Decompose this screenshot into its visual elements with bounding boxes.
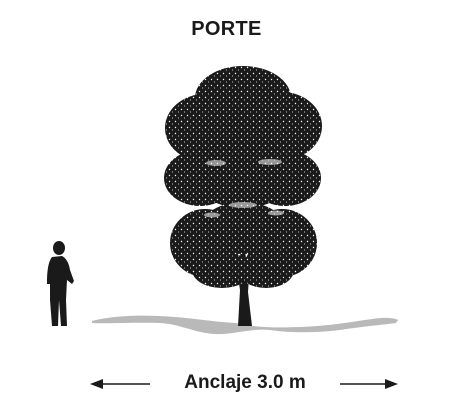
arrow-right-icon [340,379,398,389]
diagram-title: PORTE [191,18,262,40]
arrow-left-icon [90,379,150,389]
tree-canopy [164,66,322,288]
ground-shadow [92,315,398,335]
person-silhouette-icon [47,241,74,326]
anchor-label: Anclaje 3.0 m [184,372,306,393]
tree-silhouette-icon [164,66,322,326]
